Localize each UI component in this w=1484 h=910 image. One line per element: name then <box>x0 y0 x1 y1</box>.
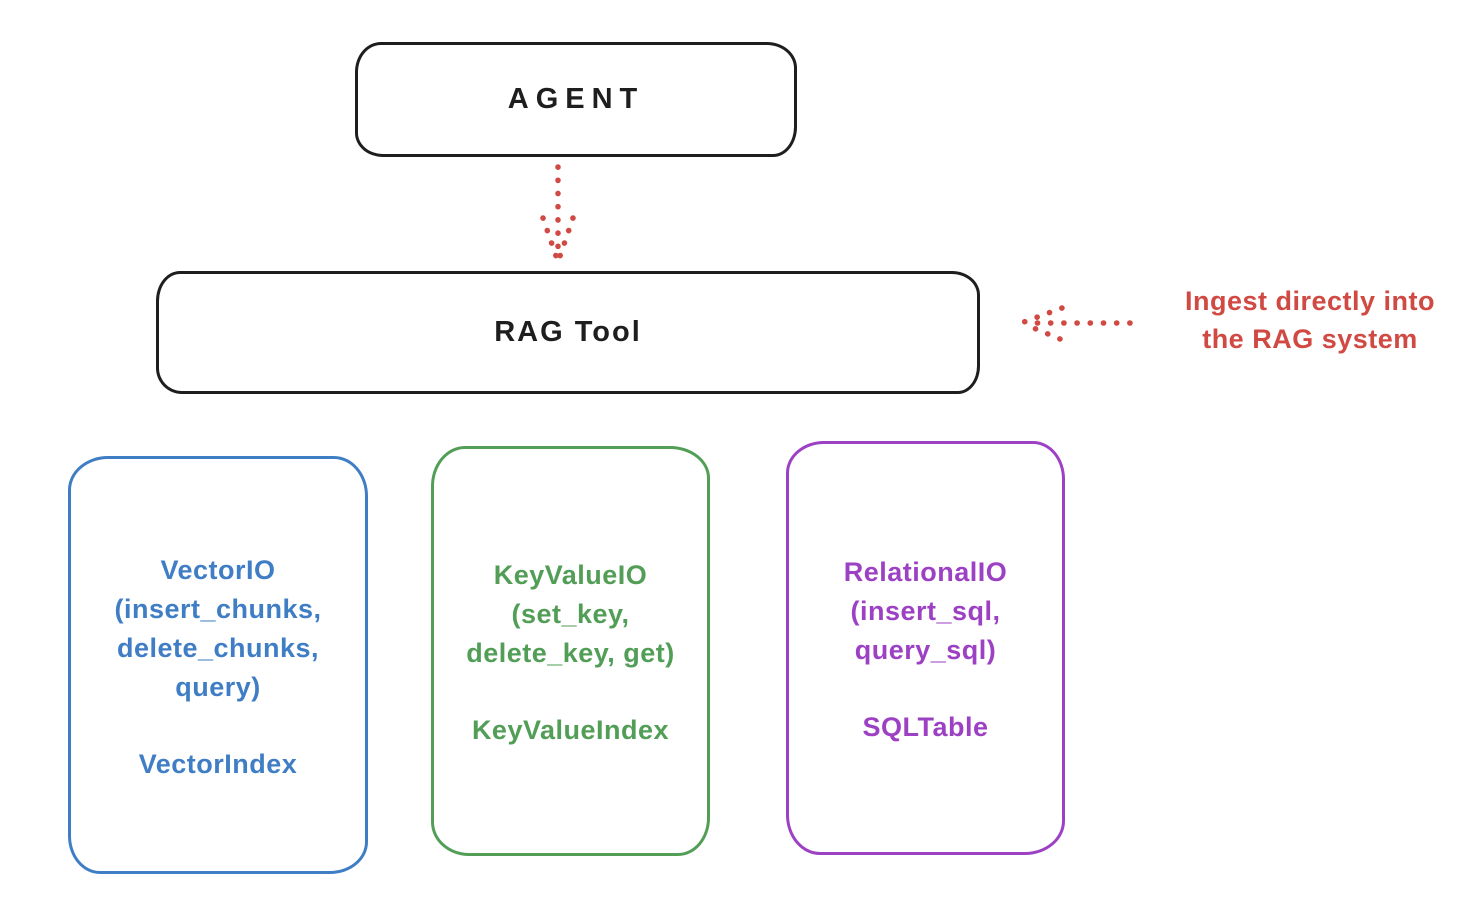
rag-tool-node: RAG Tool <box>156 271 980 394</box>
relational-io-title: RelationalIO (insert_sql, query_sql) <box>843 557 1008 665</box>
ingest-annotation-line2: the RAG system <box>1202 324 1418 354</box>
agent-node: AGENT <box>355 42 797 157</box>
keyvalue-index-label: KeyValueIndex <box>471 715 670 745</box>
relational-io-card: RelationalIO (insert_sql, query_sql) SQL… <box>786 441 1065 855</box>
sql-table-label: SQLTable <box>862 712 989 742</box>
vector-io-card: VectorIO (insert_chunks, delete_chunks, … <box>68 456 368 874</box>
rag-tool-label: RAG Tool <box>494 316 642 348</box>
vector-index-label: VectorIndex <box>138 748 298 779</box>
keyvalue-io-title: KeyValueIO (set_key, delete_key, get) <box>466 560 675 668</box>
agent-label: AGENT <box>507 83 645 115</box>
ingest-annotation: Ingest directly into the RAG system <box>1142 282 1478 358</box>
vector-io-title: VectorIO (insert_chunks, delete_chunks, … <box>114 554 322 702</box>
ingest-dotted-arrow-icon <box>1021 305 1133 342</box>
agent-to-rag-dotted-arrow-icon <box>540 164 576 262</box>
ingest-annotation-line1: Ingest directly into <box>1184 286 1436 316</box>
keyvalue-io-card: KeyValueIO (set_key, delete_key, get) Ke… <box>431 446 710 856</box>
